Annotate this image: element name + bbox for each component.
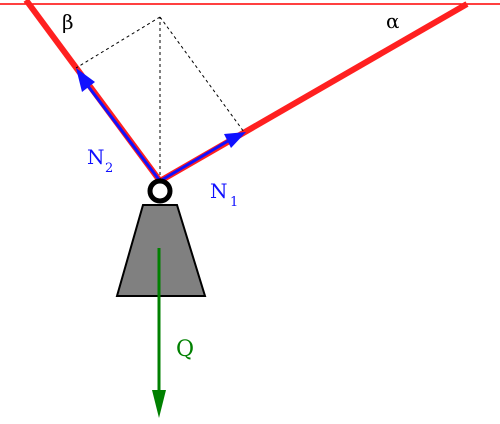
n1-label: N [210,179,228,203]
n2-label: N [87,145,105,169]
n1-arrowhead [224,132,246,148]
construction-lines [75,16,245,181]
weight-body [115,204,207,297]
ring [147,178,173,204]
n1-shaft [159,139,229,183]
n2-arrowhead [76,68,95,92]
alpha-label: α [386,9,400,33]
n1-subscript: 1 [230,195,238,210]
n2-vector [76,68,162,182]
beta-label: β [62,10,74,34]
construction-top-right [159,16,245,133]
n2-subscript: 2 [105,161,113,176]
n2-shaft [86,85,162,182]
q-vector [152,248,166,418]
construction-top-left [75,16,161,69]
n1-vector [159,132,246,183]
q-arrowhead [152,390,166,418]
q-label: Q [176,337,194,362]
